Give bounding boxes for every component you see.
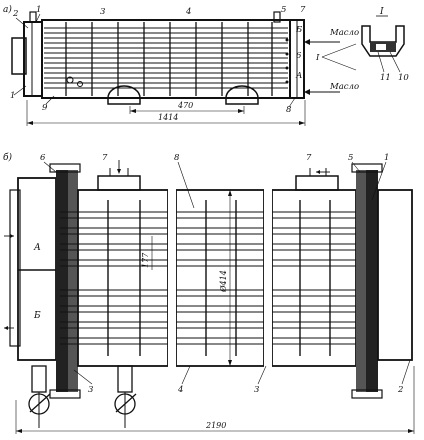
view-b-letter: б)	[3, 152, 12, 163]
callout-2: 2	[12, 9, 18, 19]
view-b: б) А Б	[3, 152, 415, 434]
callout-b-2: 2	[397, 385, 403, 395]
left-bracket	[11, 37, 27, 75]
callout-b-1: 1	[384, 153, 389, 163]
tubes-view-b	[60, 211, 372, 345]
callout-10: 10	[398, 73, 409, 83]
callout-b-3-right: 3	[254, 385, 259, 395]
chamber-B: Б	[33, 311, 41, 321]
callout-5: 5	[281, 5, 286, 15]
callout-b-5: 5	[348, 153, 353, 163]
view-a-letter: а)	[3, 4, 12, 15]
callout-b-7-right: 7	[306, 153, 312, 163]
view-a: а)	[3, 4, 359, 126]
callout-b-8: 8	[174, 153, 180, 163]
oil-label-bottom: Масло	[329, 82, 359, 92]
callout-b-3-left: 3	[88, 385, 93, 395]
left-tubesheet	[56, 170, 68, 392]
callout-B: Б	[295, 25, 303, 35]
callout-4: 4	[185, 7, 191, 17]
nozzle-left	[97, 175, 141, 191]
callout-8-lower: 8	[286, 105, 292, 115]
baffles-view-b	[107, 200, 331, 356]
callout-3: 3	[100, 7, 105, 17]
detail-title: I	[379, 7, 384, 17]
callout-1-lower: 1	[10, 91, 15, 101]
dim-2190: 2190	[205, 421, 226, 430]
callout-11: 11	[380, 73, 391, 83]
detail-profile	[361, 25, 405, 57]
baffles	[65, 22, 273, 96]
shell-right-segment	[271, 189, 357, 367]
saddle-right	[225, 85, 259, 105]
right-chamber	[377, 189, 413, 361]
callout-b-7-left: 7	[102, 153, 108, 163]
callout-9: 9	[42, 103, 48, 113]
shell-left-segment	[77, 189, 169, 367]
dim-1414: 1414	[158, 113, 178, 122]
dim-diam-414: Ø414	[219, 270, 228, 293]
tube-bundle-lines	[44, 27, 288, 89]
callout-6: 6	[296, 51, 302, 61]
callout-7: I	[315, 53, 320, 63]
callout-b-6: 6	[40, 153, 46, 163]
dim-470: 470	[177, 101, 193, 110]
callout-8: 7	[300, 5, 306, 15]
saddle-left	[107, 85, 141, 105]
valve-right	[114, 365, 137, 428]
left-chamber	[17, 177, 57, 361]
dim-177: 177	[141, 252, 150, 268]
valve-left	[28, 365, 51, 428]
detail-I: I 11 10	[361, 7, 409, 83]
right-tubesheet	[356, 170, 366, 392]
oil-label-top: Масло	[329, 28, 359, 38]
callout-A: А	[295, 71, 302, 81]
callout-b-4: 4	[177, 385, 183, 395]
chamber-A: А	[33, 243, 41, 253]
nozzle-right	[295, 175, 339, 191]
callout-1: 1	[36, 5, 41, 15]
